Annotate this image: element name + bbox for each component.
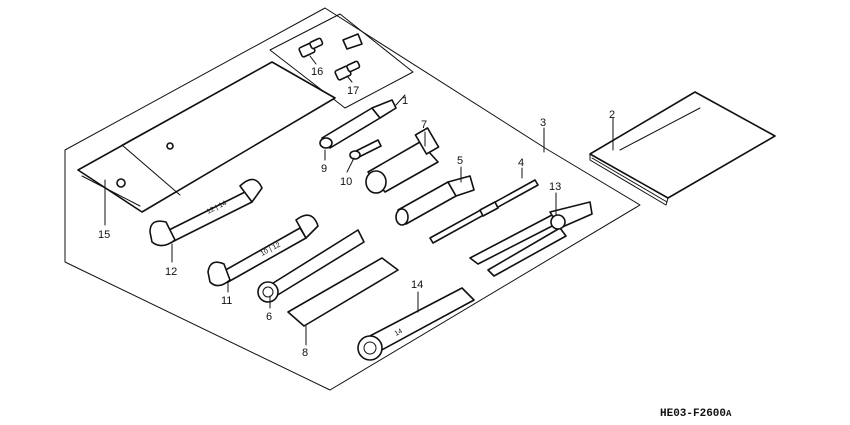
- callout-5: 5: [457, 155, 463, 167]
- drawing-code: HE03-F2600A: [660, 408, 732, 420]
- callout-1: 1: [402, 95, 408, 107]
- screw-10: [349, 139, 382, 160]
- leader-lines: [104, 55, 614, 346]
- callout-2: 2: [609, 109, 615, 121]
- callout-12: 12: [165, 266, 177, 278]
- callout-9: 9: [321, 163, 327, 175]
- callout-3: 3: [540, 117, 546, 129]
- owners-manual: [589, 91, 776, 206]
- screwdriver-5: [395, 175, 475, 226]
- callout-14: 14: [411, 279, 423, 291]
- box-wrench-14: 14: [357, 287, 475, 361]
- plug-wrench-7: [365, 127, 440, 194]
- tool-kit-boundary: [64, 7, 641, 391]
- callout-8: 8: [302, 347, 308, 359]
- callout-15: 15: [98, 229, 110, 241]
- bolt-16: [298, 37, 324, 58]
- callout-6: 6: [266, 311, 272, 323]
- svg-text:14: 14: [394, 328, 404, 338]
- callout-17: 17: [347, 85, 359, 97]
- sticker: [342, 33, 363, 50]
- callout-7: 7: [421, 119, 427, 131]
- tool-bag: [77, 61, 336, 213]
- ring-wrench-6: [257, 229, 365, 303]
- handle-9: [319, 99, 397, 149]
- callout-10: 10: [340, 176, 352, 188]
- bolt-17: [334, 60, 361, 81]
- callout-4: 4: [518, 157, 524, 169]
- wrench-11: 10 | 12: [207, 214, 319, 287]
- flat-wrench-8: [287, 257, 399, 327]
- pliers-13: [469, 201, 593, 277]
- callout-11: 11: [221, 295, 232, 307]
- callout-16: 16: [311, 66, 323, 78]
- screwdriver-shaft-4: [429, 179, 539, 244]
- callout-13: 13: [549, 181, 561, 193]
